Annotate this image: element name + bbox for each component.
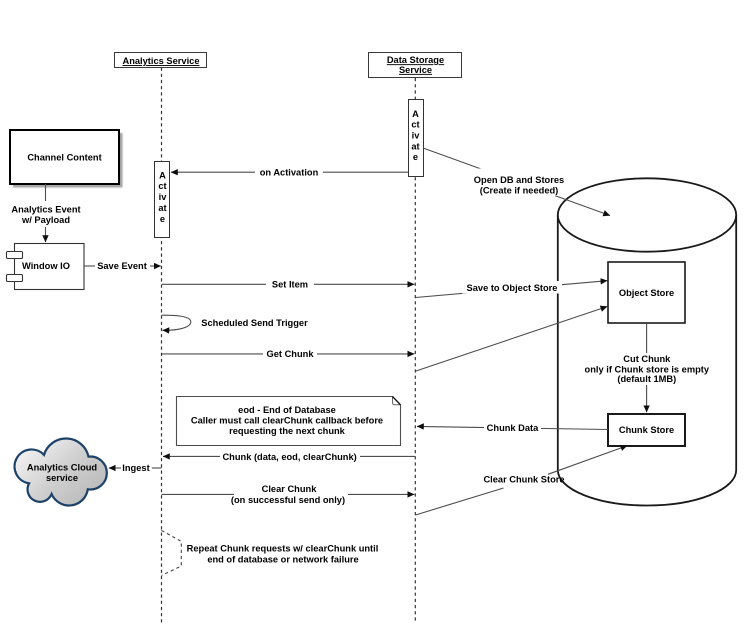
svg-text:Chunk Data: Chunk Data: [487, 423, 539, 433]
svg-text:(Create if needed): (Create if needed): [480, 186, 559, 196]
svg-text:Caller must call clearChunk ca: Caller must call clearChunk callback bef…: [191, 416, 383, 426]
svg-text:only if Chunk store is empty: only if Chunk store is empty: [585, 365, 710, 375]
svg-text:(default 1MB): (default 1MB): [617, 374, 676, 384]
svg-text:Object Store: Object Store: [619, 288, 674, 298]
svg-text:on Activation: on Activation: [260, 168, 319, 178]
svg-text:Repeat Chunk requests w/ clear: Repeat Chunk requests w/ clearChunk unti…: [187, 544, 379, 554]
svg-text:e: e: [413, 152, 418, 162]
svg-text:Save Event: Save Event: [97, 261, 147, 271]
svg-text:Service: Service: [399, 65, 432, 75]
svg-text:Channel Content: Channel Content: [27, 153, 101, 163]
svg-text:Chunk (data, eod, clearChunk): Chunk (data, eod, clearChunk): [222, 452, 356, 462]
svg-text:Set Item: Set Item: [272, 279, 308, 289]
svg-text:A: A: [412, 109, 419, 119]
svg-text:Clear Chunk Store: Clear Chunk Store: [483, 474, 564, 484]
svg-text:Open DB and Stores: Open DB and Stores: [474, 175, 564, 185]
svg-text:w/ Payload: w/ Payload: [21, 215, 70, 225]
svg-text:at: at: [411, 141, 419, 151]
svg-text:(on successful send only): (on successful send only): [231, 495, 345, 505]
svg-text:ct: ct: [411, 120, 419, 130]
svg-text:Window IO: Window IO: [22, 261, 70, 271]
svg-text:requesting the next chunk: requesting the next chunk: [229, 426, 346, 436]
svg-text:iv: iv: [159, 192, 168, 202]
svg-text:Get Chunk: Get Chunk: [266, 349, 314, 359]
svg-text:iv: iv: [412, 130, 421, 140]
svg-text:at: at: [158, 203, 166, 213]
svg-text:Scheduled Send Trigger: Scheduled Send Trigger: [201, 318, 308, 328]
svg-text:A: A: [159, 170, 166, 180]
svg-text:Analytics Service: Analytics Service: [122, 56, 199, 66]
svg-text:eod - End of Database: eod - End of Database: [238, 405, 336, 415]
svg-text:service: service: [46, 473, 78, 483]
svg-text:Cut Chunk: Cut Chunk: [623, 354, 671, 364]
svg-text:ct: ct: [158, 181, 166, 191]
svg-text:Data Storage: Data Storage: [387, 55, 444, 65]
svg-text:end of database or network fai: end of database or network failure: [207, 555, 358, 565]
svg-text:Ingest: Ingest: [122, 463, 149, 473]
svg-text:Analytics Cloud: Analytics Cloud: [27, 463, 98, 473]
svg-text:Analytics Event: Analytics Event: [11, 205, 80, 215]
svg-text:Clear Chunk: Clear Chunk: [262, 484, 318, 494]
svg-text:Save to Object Store: Save to Object Store: [467, 283, 558, 293]
svg-text:Chunk Store: Chunk Store: [619, 425, 674, 435]
svg-text:e: e: [160, 214, 165, 224]
